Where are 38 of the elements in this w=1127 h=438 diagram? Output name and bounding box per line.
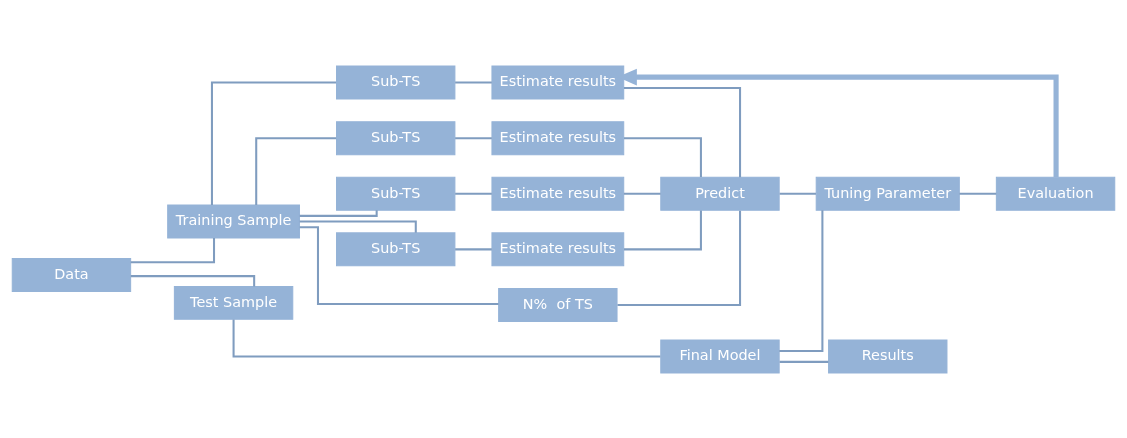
connector bbox=[455, 136, 492, 139]
node-box: Sub-TS bbox=[336, 176, 456, 211]
node-box: Final Model bbox=[660, 338, 780, 373]
node-box: Predict bbox=[660, 176, 780, 211]
connector bbox=[299, 225, 499, 305]
node-box: Estimate results bbox=[491, 65, 625, 100]
node-box: Test Sample bbox=[173, 285, 294, 320]
connector bbox=[617, 210, 742, 306]
connector bbox=[255, 136, 337, 205]
connector bbox=[623, 86, 742, 177]
connector bbox=[232, 319, 661, 357]
node-box: Estimate results bbox=[491, 120, 625, 155]
connector bbox=[299, 209, 378, 217]
connector bbox=[455, 81, 492, 84]
connector bbox=[779, 192, 816, 195]
connector bbox=[779, 360, 829, 363]
node-box: Results bbox=[828, 338, 948, 373]
node-box: Training Sample bbox=[167, 204, 300, 239]
connector bbox=[130, 237, 216, 263]
connector bbox=[779, 209, 824, 352]
connector bbox=[455, 247, 492, 250]
node-box: Data bbox=[11, 257, 132, 292]
node-box: N% of TS bbox=[498, 287, 618, 322]
connector bbox=[130, 274, 256, 286]
node-box: Tuning Parameter bbox=[815, 176, 960, 211]
node-box: Sub-TS bbox=[336, 65, 456, 100]
connector bbox=[455, 192, 492, 195]
node-box: Sub-TS bbox=[336, 231, 456, 266]
node-box: Evaluation bbox=[995, 176, 1116, 211]
connector bbox=[623, 209, 702, 250]
connector bbox=[623, 136, 702, 177]
node-box: Estimate results bbox=[491, 176, 625, 211]
node-box: Sub-TS bbox=[336, 120, 456, 155]
connector bbox=[210, 81, 337, 205]
node-box: Estimate results bbox=[491, 231, 625, 266]
connector bbox=[623, 192, 661, 195]
connector bbox=[299, 220, 417, 233]
connector bbox=[959, 192, 997, 195]
